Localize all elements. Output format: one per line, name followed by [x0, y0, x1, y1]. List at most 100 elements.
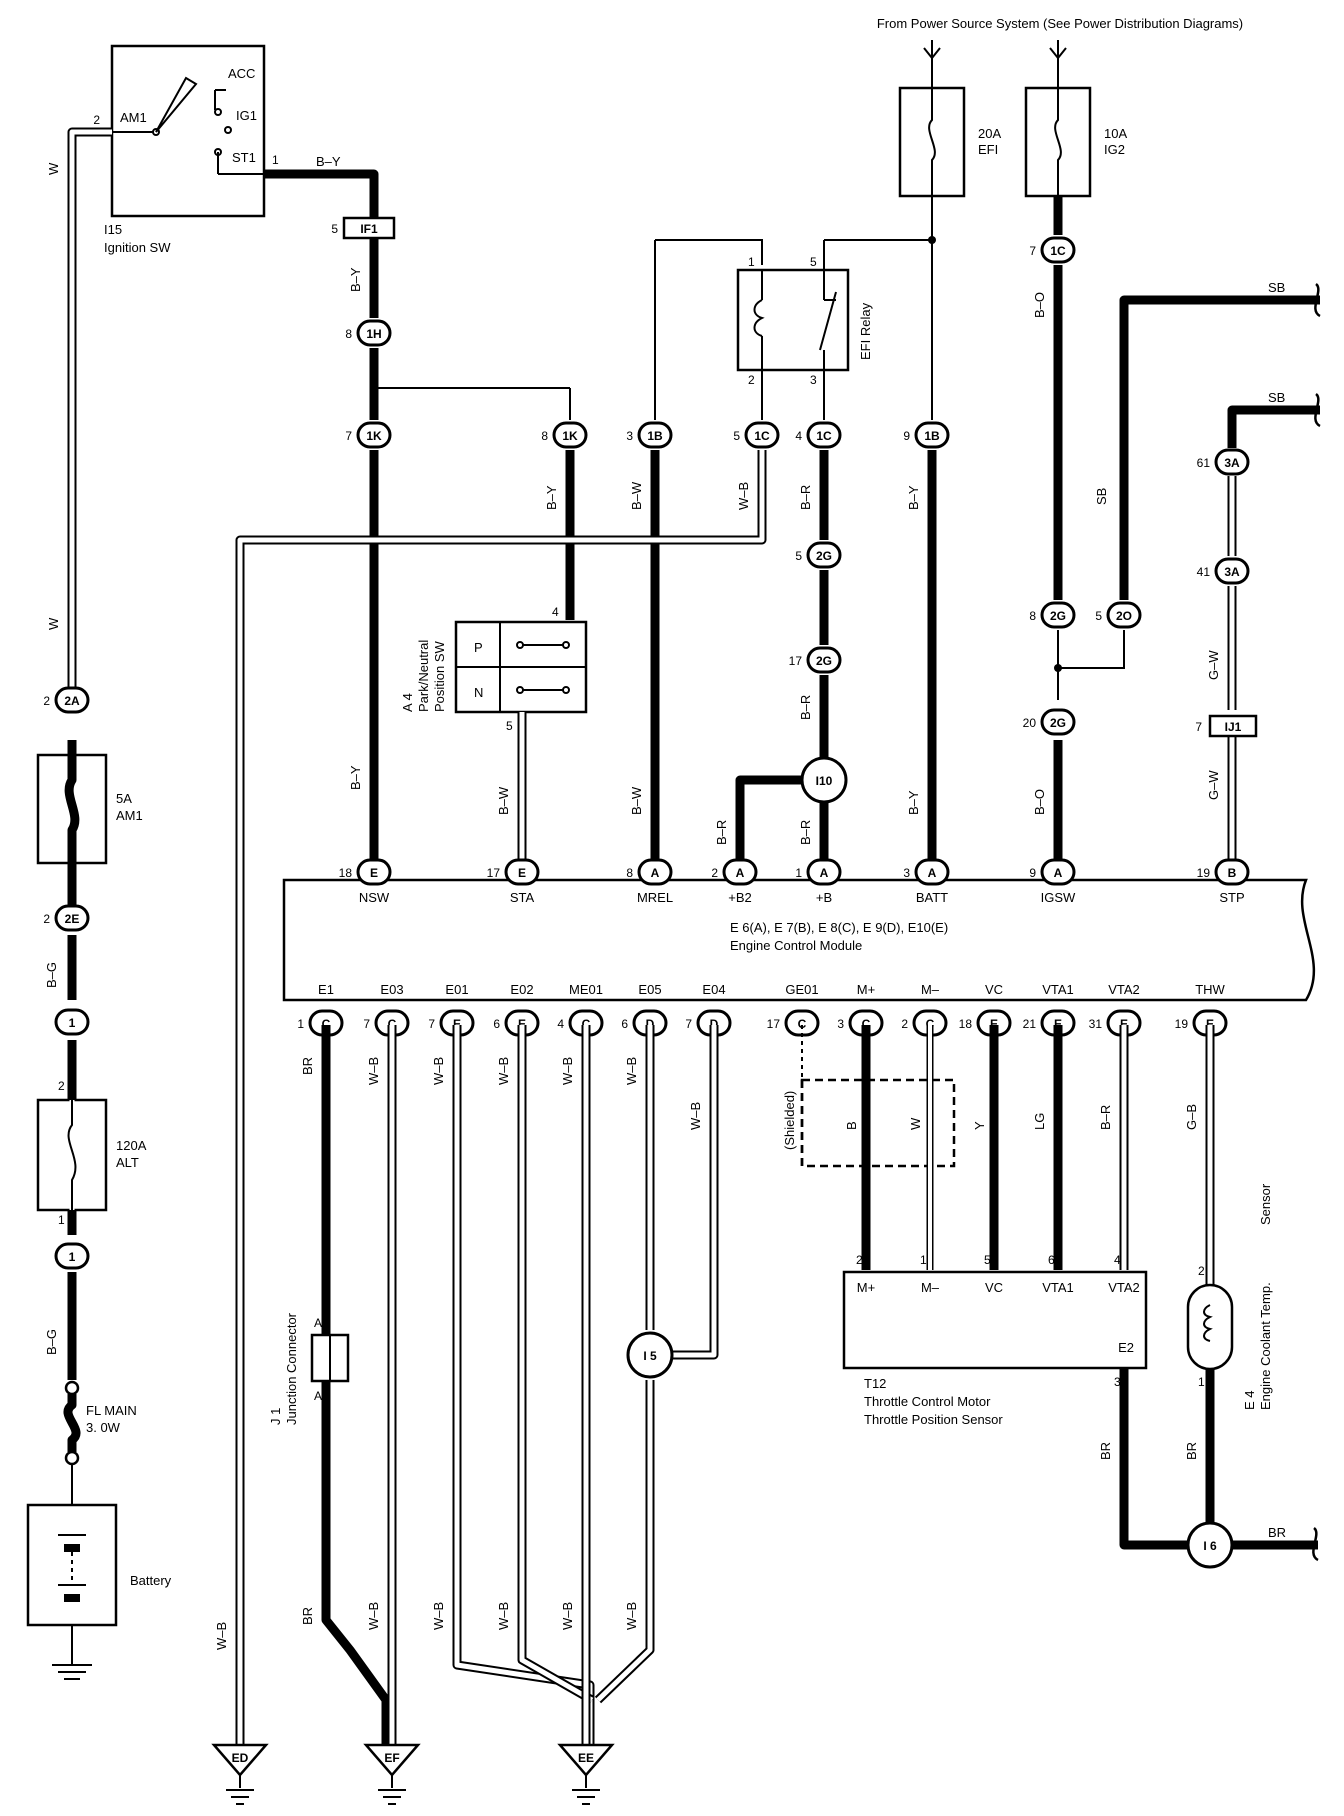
wire-wb-e01: W–B	[431, 1057, 446, 1085]
ecm-top-1-pin: 17	[487, 866, 501, 880]
conn-3a-a-pin: 61	[1197, 456, 1211, 470]
conn-1h-pin: 8	[345, 327, 352, 341]
wire-br-e1-2: BR	[300, 1607, 315, 1625]
splice-i5: I 5	[643, 1349, 657, 1363]
jc-name: Junction Connector	[284, 1312, 299, 1425]
ign-ig1: IG1	[236, 108, 257, 123]
ecm-bot-2-pin: 7	[428, 1017, 435, 1031]
ecm-bot-name-9: M–	[921, 982, 940, 997]
conn-1k-a: 1K7	[345, 421, 392, 449]
wire-w-bottom: W	[46, 617, 61, 630]
ecm-bot-name-7: GE01	[785, 982, 818, 997]
throttle-sensor	[842, 1270, 1148, 1370]
coolant-name: Engine Coolant Temp.	[1258, 1282, 1273, 1410]
ecm-bot-name-3: E02	[510, 982, 533, 997]
throttle-pin-1: 1	[920, 1253, 927, 1267]
fuse-ig2-rating: 10A	[1104, 126, 1127, 141]
conn-1-a-id: 1	[69, 1016, 76, 1030]
conn-1k-b-id: 1K	[562, 429, 578, 443]
throttle-term-0: M+	[857, 1280, 875, 1295]
ecm-bot-name-13: THW	[1195, 982, 1225, 997]
ecm-bot-1: C7	[363, 1009, 410, 1037]
ecm-bot-12: E31	[1089, 1009, 1142, 1037]
wire-br-2: B–R	[798, 695, 813, 720]
conn-2g-a-pin: 5	[795, 549, 802, 563]
conn-2e-id: 2E	[65, 912, 80, 926]
ecm-bot-13-pin: 19	[1175, 1017, 1189, 1031]
ecm-top-7-pin: 19	[1197, 866, 1211, 880]
ign-st1: ST1	[232, 150, 256, 165]
ecm-top-5-id: A	[928, 866, 937, 880]
wire-br-e2: BR	[1098, 1442, 1113, 1460]
throttle-pin-0: 2	[856, 1253, 863, 1267]
conn-1c-b-pin: 4	[795, 429, 802, 443]
ecm-top-4: A1	[795, 858, 842, 886]
throttle-e2: E2	[1118, 1340, 1134, 1355]
ecm-top-1-id: E	[518, 866, 526, 880]
ecm-bot-5: D6	[621, 1009, 668, 1037]
wire-wb-me01: W–B	[560, 1057, 575, 1085]
ecm-bot-6-id: D	[710, 1017, 719, 1031]
conn-3a-a-id: 3A	[1224, 456, 1240, 470]
left-feed: W W 5A AM1 B–G 120A ALT 2 1 B–G FL MAIN …	[26, 127, 172, 1680]
connectors-upper: IF1 5 IJ1 7 I10	[331, 216, 1258, 804]
conn-2g-c-id: 2G	[1050, 609, 1066, 623]
conn-1-b: 1	[54, 1242, 90, 1270]
conn-1b-b-pin: 9	[903, 429, 910, 443]
conn-1h: 1H8	[345, 319, 392, 347]
conn-2a-pin: 2	[43, 694, 50, 708]
ecm-bot-name-5: E05	[638, 982, 661, 997]
conn-1c-a: 1C5	[733, 421, 780, 449]
ecm-bot-name-2: E01	[445, 982, 468, 997]
ecm-bot-9-id: C	[926, 1017, 935, 1031]
jc-pin-bottom: A	[314, 1389, 322, 1403]
conn-1-b-id: 1	[69, 1250, 76, 1264]
ecm-bot-12-id: E	[1120, 1017, 1128, 1031]
ign-pin-am1: 2	[93, 113, 100, 127]
conn-1-a: 1	[54, 1008, 90, 1036]
conn-2o-id: 2O	[1116, 609, 1132, 623]
fuse-am1-name: AM1	[116, 808, 143, 823]
wire-wb-e04: W–B	[688, 1102, 703, 1130]
conn-1c-c-pin: 7	[1029, 244, 1036, 258]
ecm-top-terminals: E18NSWE17STAA8MRELA2+B2A1+BA3BATTA9IGSWB…	[339, 858, 1250, 905]
wire-br-e1-1: BR	[300, 1057, 315, 1075]
ecm-top-name-1: STA	[510, 890, 535, 905]
wire-br-1: B–R	[798, 485, 813, 510]
ecm-bot-8: C3	[837, 1009, 884, 1037]
wire-wb-e03-1: W–B	[366, 1057, 381, 1085]
conn-1k-a-pin: 7	[345, 429, 352, 443]
wire-bg-2: B–G	[44, 1329, 59, 1355]
throttle-term-3: VTA1	[1042, 1280, 1074, 1295]
wire-by-st1: B–Y	[316, 154, 341, 169]
conn-2g-b-pin: 17	[789, 654, 803, 668]
ecm-bot-0-id: C	[322, 1017, 331, 1031]
wire-br-b: B–R	[798, 820, 813, 845]
relay-pin-5: 5	[810, 255, 817, 269]
conn-2g-d-id: 2G	[1050, 716, 1066, 730]
ecm-bot-2-id: E	[453, 1017, 461, 1031]
ecm-top-2: A8	[626, 858, 673, 886]
conn-if1: IF1	[360, 222, 378, 236]
ecm-bot-9: C2	[901, 1009, 948, 1037]
ecm-top-3-id: A	[736, 866, 745, 880]
relay-pin-3: 3	[810, 373, 817, 387]
battery	[26, 1503, 118, 1627]
ecm-bot-name-6: E04	[702, 982, 725, 997]
conn-1b-a-id: 1B	[647, 429, 663, 443]
wire-br-out: BR	[1268, 1525, 1286, 1540]
ground-ef: EF	[363, 1743, 421, 1805]
conn-2g-c-pin: 8	[1029, 609, 1036, 623]
ecm-bot-8-id: C	[862, 1017, 871, 1031]
wire-by-nsw: B–Y	[348, 765, 363, 790]
ground-label-2: EE	[578, 1751, 594, 1765]
ecm-top-name-3: +B2	[728, 890, 752, 905]
wire-gw-2: G–W	[1206, 770, 1221, 800]
fuse-ig2-name: IG2	[1104, 142, 1125, 157]
ecm-top-name-7: STP	[1219, 890, 1244, 905]
ecm-top-7: B19	[1197, 858, 1250, 886]
